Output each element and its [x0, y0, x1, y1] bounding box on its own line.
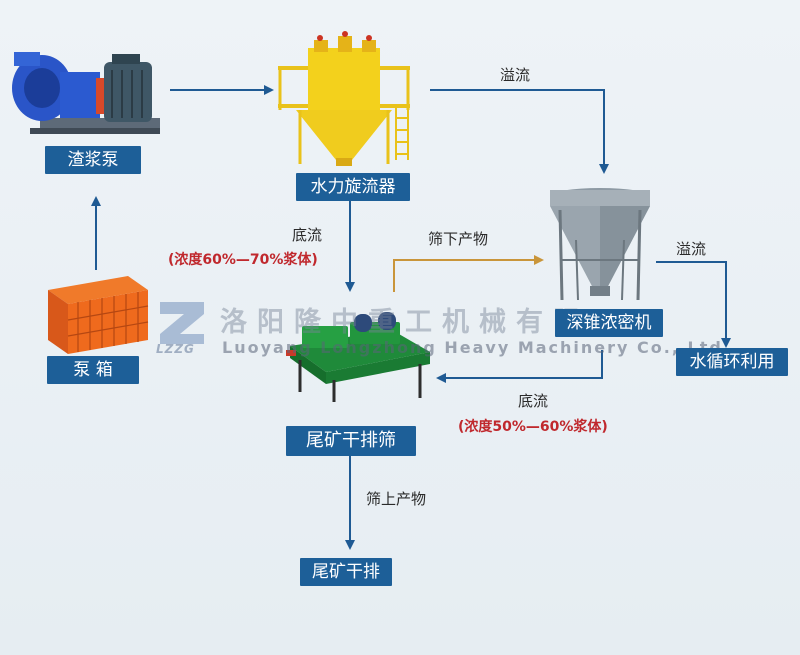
flow-note-underflow-cyclone: (浓度60%—70%浆体) [168, 252, 318, 268]
flow-label-oversize-product: 筛上产物 [366, 490, 427, 508]
flow-note-underflow-thickener: (浓度50%—60%浆体) [458, 419, 608, 435]
deep-cone-thickener-illustration [550, 188, 650, 301]
label-slurry-pump: 渣浆泵 [45, 146, 141, 174]
label-tailings-dry-discharge: 尾矿干排 [300, 558, 392, 586]
watermark-company-en: Luoyang Longzhong Heavy Machinery Co., L… [222, 338, 723, 357]
dewatering-screen-illustration [286, 312, 430, 402]
flow-label-undersize-product: 筛下产物 [428, 230, 489, 248]
arrow-thickener-underflow [436, 350, 603, 383]
flow-label-overflow-right: 溢流 [676, 240, 707, 258]
watermark-logo-text: LZZG [156, 342, 195, 356]
watermark-logo-mark [160, 302, 204, 344]
arrow-thickener-overflow [656, 261, 731, 348]
flow-arrows [91, 85, 731, 550]
hydrocyclone-illustration [278, 31, 410, 166]
label-tailings-dewatering-screen: 尾矿干排筛 [286, 426, 416, 456]
watermark-company-cn: 洛阳隆中重工机械有限 [220, 307, 590, 338]
flow-label-overflow-top: 溢流 [500, 66, 531, 84]
arrow-cyclone-overflow [430, 89, 609, 174]
arrow-undersize [393, 255, 544, 292]
flow-label-underflow-thickener: 底流 [518, 392, 549, 410]
label-water-recycling: 水循环利用 [676, 348, 788, 376]
label-deep-cone-thickener: 深锥浓密机 [555, 309, 663, 337]
slurry-pump-illustration [12, 52, 160, 134]
label-hydrocyclone: 水力旋流器 [296, 173, 410, 201]
label-pump-box: 泵 箱 [47, 356, 139, 384]
pump-box-illustration [48, 276, 149, 354]
flow-label-underflow-cyclone: 底流 [292, 226, 323, 244]
